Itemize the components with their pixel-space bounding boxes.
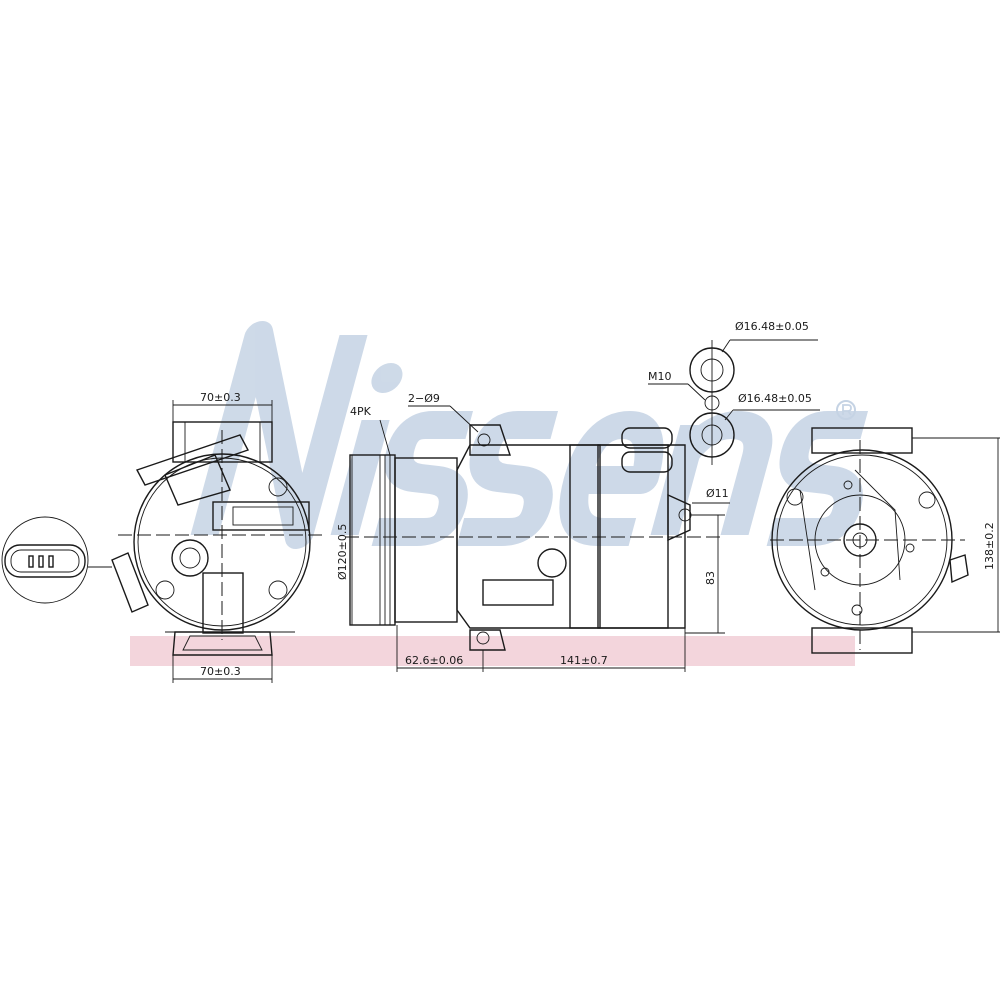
label-mount-holes: 2−Ø9 — [408, 392, 440, 405]
dim-rear-height: 83 — [704, 571, 717, 585]
connector-detail — [1, 516, 112, 604]
dim-pulley-diameter: Ø120±0.5 — [336, 524, 349, 580]
label-port-thread: M10 — [648, 370, 672, 383]
nissens-logo-shape — [190, 321, 869, 549]
front-view: 70±0.3 70±0.3 — [111, 391, 325, 683]
dim-front-width-bottom: 70±0.3 — [200, 665, 241, 678]
dim-pulley-offset: 62.6±0.06 — [405, 654, 463, 667]
port-detail: Ø16.48±0.05 Ø16.48±0.05 M10 — [648, 320, 820, 465]
label-port-lower: Ø16.48±0.05 — [738, 392, 812, 405]
dim-body-length: 141±0.7 — [560, 654, 608, 667]
dim-front-width-top: 70±0.3 — [200, 391, 241, 404]
side-view: Ø120±0.5 4PK 2−Ø9 62.6±0.06 141±0.7 Ø11 … — [336, 392, 730, 672]
rear-view: 138±0.2 — [770, 427, 1000, 654]
label-rear-hole: Ø11 — [706, 487, 729, 500]
label-port-upper: Ø16.48±0.05 — [735, 320, 809, 333]
nissens-watermark — [130, 321, 869, 666]
label-4pk: 4PK — [350, 405, 372, 418]
dim-rear-view-height: 138±0.2 — [983, 522, 996, 570]
registered-mark-icon — [836, 400, 856, 420]
